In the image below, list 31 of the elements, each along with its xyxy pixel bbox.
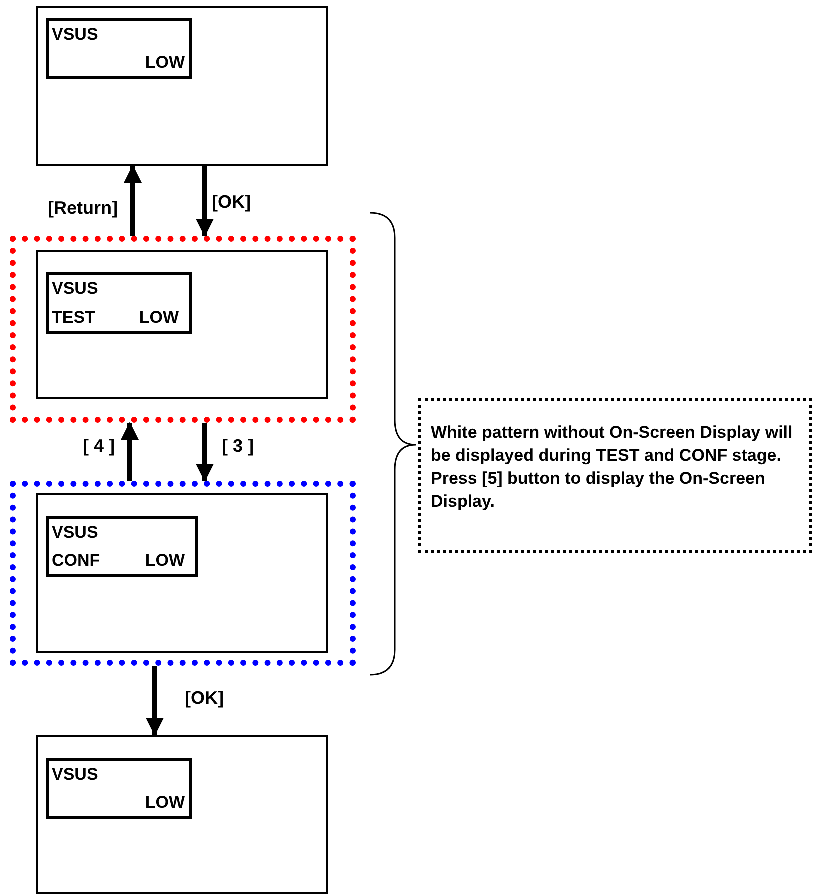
osd-text: VSUS: [52, 765, 98, 785]
arrow: [196, 423, 214, 482]
note-box: White pattern without On-Screen Display will be displayed during TEST and CONF stage. Press [5] button to display the On-Screen Display.: [418, 398, 812, 553]
screen-box: [36, 735, 328, 894]
screen-box: [36, 6, 328, 166]
osd-text: TEST: [52, 308, 96, 328]
osd-text: LOW: [145, 53, 185, 73]
arrow: [124, 165, 142, 236]
osd-text: VSUS: [52, 25, 98, 45]
osd-text: CONF: [52, 551, 100, 571]
arrow: [196, 166, 214, 237]
osd-text: LOW: [145, 793, 185, 813]
edge-label: [Return]: [48, 198, 118, 218]
osd-box: [46, 272, 192, 334]
osd-text: VSUS: [52, 523, 98, 543]
osd-text: VSUS: [52, 279, 98, 299]
group-frame: [10, 481, 356, 666]
osd-box: [46, 18, 192, 79]
osd-box: [46, 516, 198, 577]
edge-label: [OK]: [185, 688, 224, 708]
group-frame: [10, 236, 356, 423]
edge-label: [OK]: [212, 192, 251, 212]
osd-text: LOW: [145, 551, 185, 571]
edge-label: [ 4 ]: [82, 436, 115, 456]
osd-text: LOW: [139, 308, 179, 328]
screen-box: [36, 493, 328, 653]
arrow: [146, 666, 164, 736]
screen-box: [36, 250, 328, 399]
edge-label: [ 3 ]: [222, 436, 254, 456]
osd-box: [46, 758, 192, 819]
arrow: [121, 422, 139, 481]
